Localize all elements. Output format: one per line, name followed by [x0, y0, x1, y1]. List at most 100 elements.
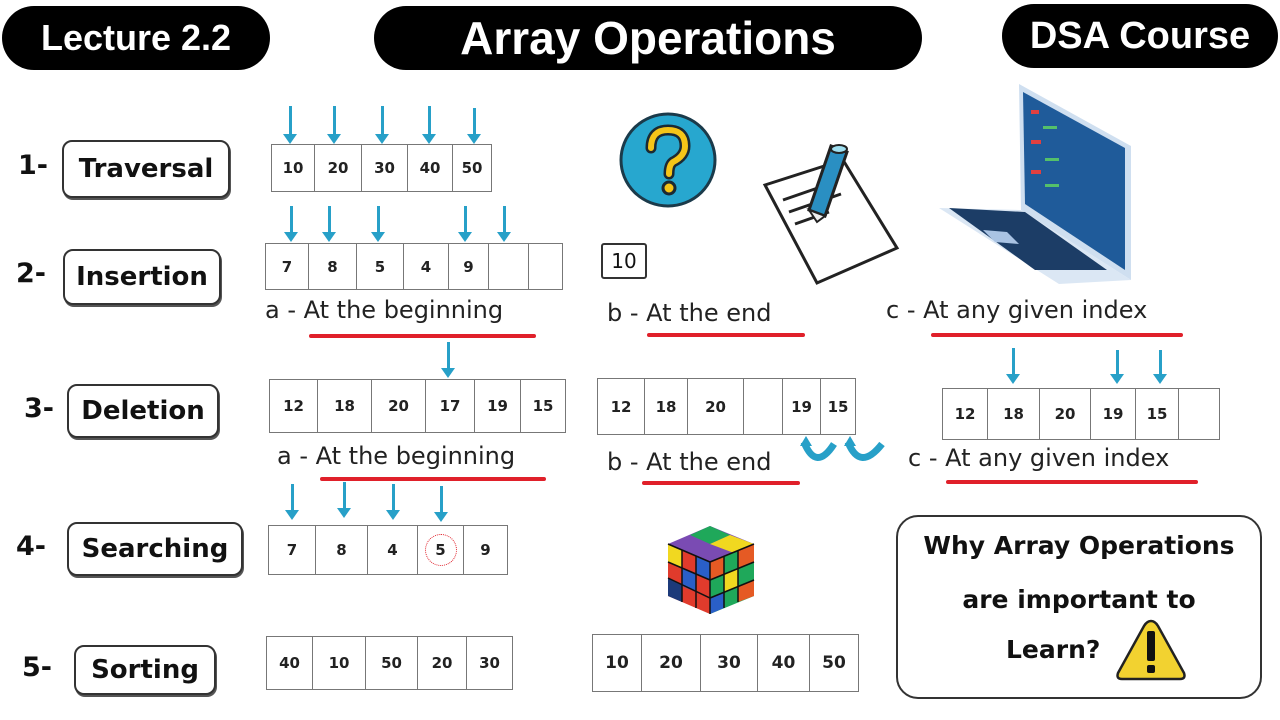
warning-icon [1116, 619, 1186, 681]
array-cell: 40 [408, 145, 453, 191]
why-important-box: Why Array Operations are important to Le… [896, 515, 1262, 699]
arrow-down-icon [375, 106, 389, 144]
array-cell: 18 [318, 380, 372, 432]
array-cell: 15 [827, 397, 849, 416]
arrow-down-icon [284, 206, 298, 242]
arrow-down-icon [434, 486, 448, 522]
course-badge: DSA Course [1002, 4, 1278, 68]
array-cell: 10 [593, 635, 642, 691]
op-number-4: 4- [16, 531, 46, 562]
arrow-down-icon [422, 106, 436, 144]
array-cell: 7 [269, 526, 316, 574]
array-cell: 20 [642, 635, 701, 691]
array-cell: 19 [1091, 389, 1136, 439]
why-line-2: are important to [962, 585, 1196, 614]
arrow-down-icon [441, 342, 455, 378]
underline [946, 480, 1198, 484]
pencil-paper-icon [762, 144, 900, 285]
arrow-down-icon [322, 206, 336, 242]
array-cell-found: 5 [418, 526, 464, 574]
traversal-array: 10 20 30 40 50 [271, 144, 492, 192]
insertion-case-a: a - At the beginning [265, 296, 504, 324]
array-cell: 30 [362, 145, 408, 191]
array-cell: 50 [366, 637, 418, 689]
laptop-icon [939, 84, 1131, 284]
underline [647, 333, 805, 337]
array-cell [744, 379, 783, 434]
array-cell: 4 [368, 526, 418, 574]
array-cell: 19 [475, 380, 521, 432]
sorting-unsorted-array: 40 10 50 20 30 [266, 636, 513, 690]
underline [320, 477, 546, 481]
deletion-case-c: c - At any given index [908, 444, 1170, 472]
array-cell: 9 [480, 541, 491, 559]
array-cell: 10 [272, 145, 315, 191]
deletion-array-a: 12 18 20 17 19 15 [269, 379, 566, 433]
array-cell: 8 [316, 526, 368, 574]
op-deletion: Deletion [67, 384, 219, 438]
array-cell: 15 [532, 397, 554, 415]
array-cell: 15 [1136, 389, 1179, 439]
insertion-case-c: c - At any given index [886, 296, 1148, 324]
array-cell: 12 [270, 380, 318, 432]
new-element-box: 10 [601, 243, 647, 279]
array-cell [1179, 389, 1219, 439]
array-cell: 12 [598, 379, 645, 434]
array-cell: 20 [418, 637, 467, 689]
array-cell: 9 [449, 244, 489, 289]
array-cell: 18 [988, 389, 1040, 439]
deletion-case-b: b - At the end [607, 448, 772, 476]
arrow-down-icon [1006, 348, 1020, 384]
deletion-array-c: 12 18 20 19 15 [942, 388, 1220, 440]
why-line-3: Learn? [1006, 635, 1101, 664]
arrow-down-icon [497, 206, 511, 242]
insertion-array: 7 8 5 4 9 [265, 243, 563, 290]
underline [931, 333, 1183, 337]
arrow-down-icon [458, 206, 472, 242]
arrow-down-icon [283, 106, 297, 144]
array-cell [489, 244, 529, 289]
lecture-badge: Lecture 2.2 [2, 6, 270, 70]
array-cell: 19 [783, 379, 821, 434]
array-cell: 20 [315, 145, 362, 191]
array-cell: 5 [357, 244, 404, 289]
op-sorting: Sorting [74, 645, 216, 695]
array-cell: 12 [943, 389, 988, 439]
searching-array: 7 8 4 5 9 [268, 525, 508, 575]
deletion-case-a: a - At the beginning [277, 442, 516, 470]
array-cell: 20 [688, 379, 744, 434]
array-cell [529, 244, 562, 289]
array-cell: 10 [313, 637, 366, 689]
sorting-sorted-array: 10 20 30 40 50 [592, 634, 859, 692]
underline [642, 481, 800, 485]
shift-arrows-icon [800, 436, 885, 461]
question-mark-icon [619, 112, 717, 208]
op-number-5: 5- [22, 652, 52, 683]
array-cell: 20 [372, 380, 426, 432]
array-cell: 40 [267, 637, 313, 689]
array-cell: 30 [701, 635, 758, 691]
array-cell: 30 [479, 654, 500, 672]
insertion-case-b: b - At the end [607, 299, 772, 327]
arrow-down-icon [386, 484, 400, 520]
arrow-down-icon [1110, 350, 1124, 384]
array-cell: 7 [266, 244, 309, 289]
arrow-down-icon [467, 108, 481, 144]
deletion-array-b: 12 18 20 19 15 [597, 378, 856, 435]
array-cell: 18 [645, 379, 688, 434]
underline [309, 334, 536, 338]
op-searching: Searching [67, 522, 243, 576]
arrow-down-icon [337, 482, 351, 518]
array-cell: 50 [461, 159, 483, 177]
rubiks-cube-icon [667, 526, 755, 614]
why-line-1: Why Array Operations [923, 531, 1235, 560]
op-number-1: 1- [18, 150, 48, 181]
arrow-down-icon [285, 484, 299, 520]
array-cell: 40 [758, 635, 810, 691]
array-cell: 8 [309, 244, 357, 289]
array-cell: 50 [822, 653, 846, 673]
op-number-2: 2- [16, 258, 46, 289]
array-cell: 17 [426, 380, 475, 432]
arrow-down-icon [327, 106, 341, 144]
arrow-down-icon [1153, 350, 1167, 384]
